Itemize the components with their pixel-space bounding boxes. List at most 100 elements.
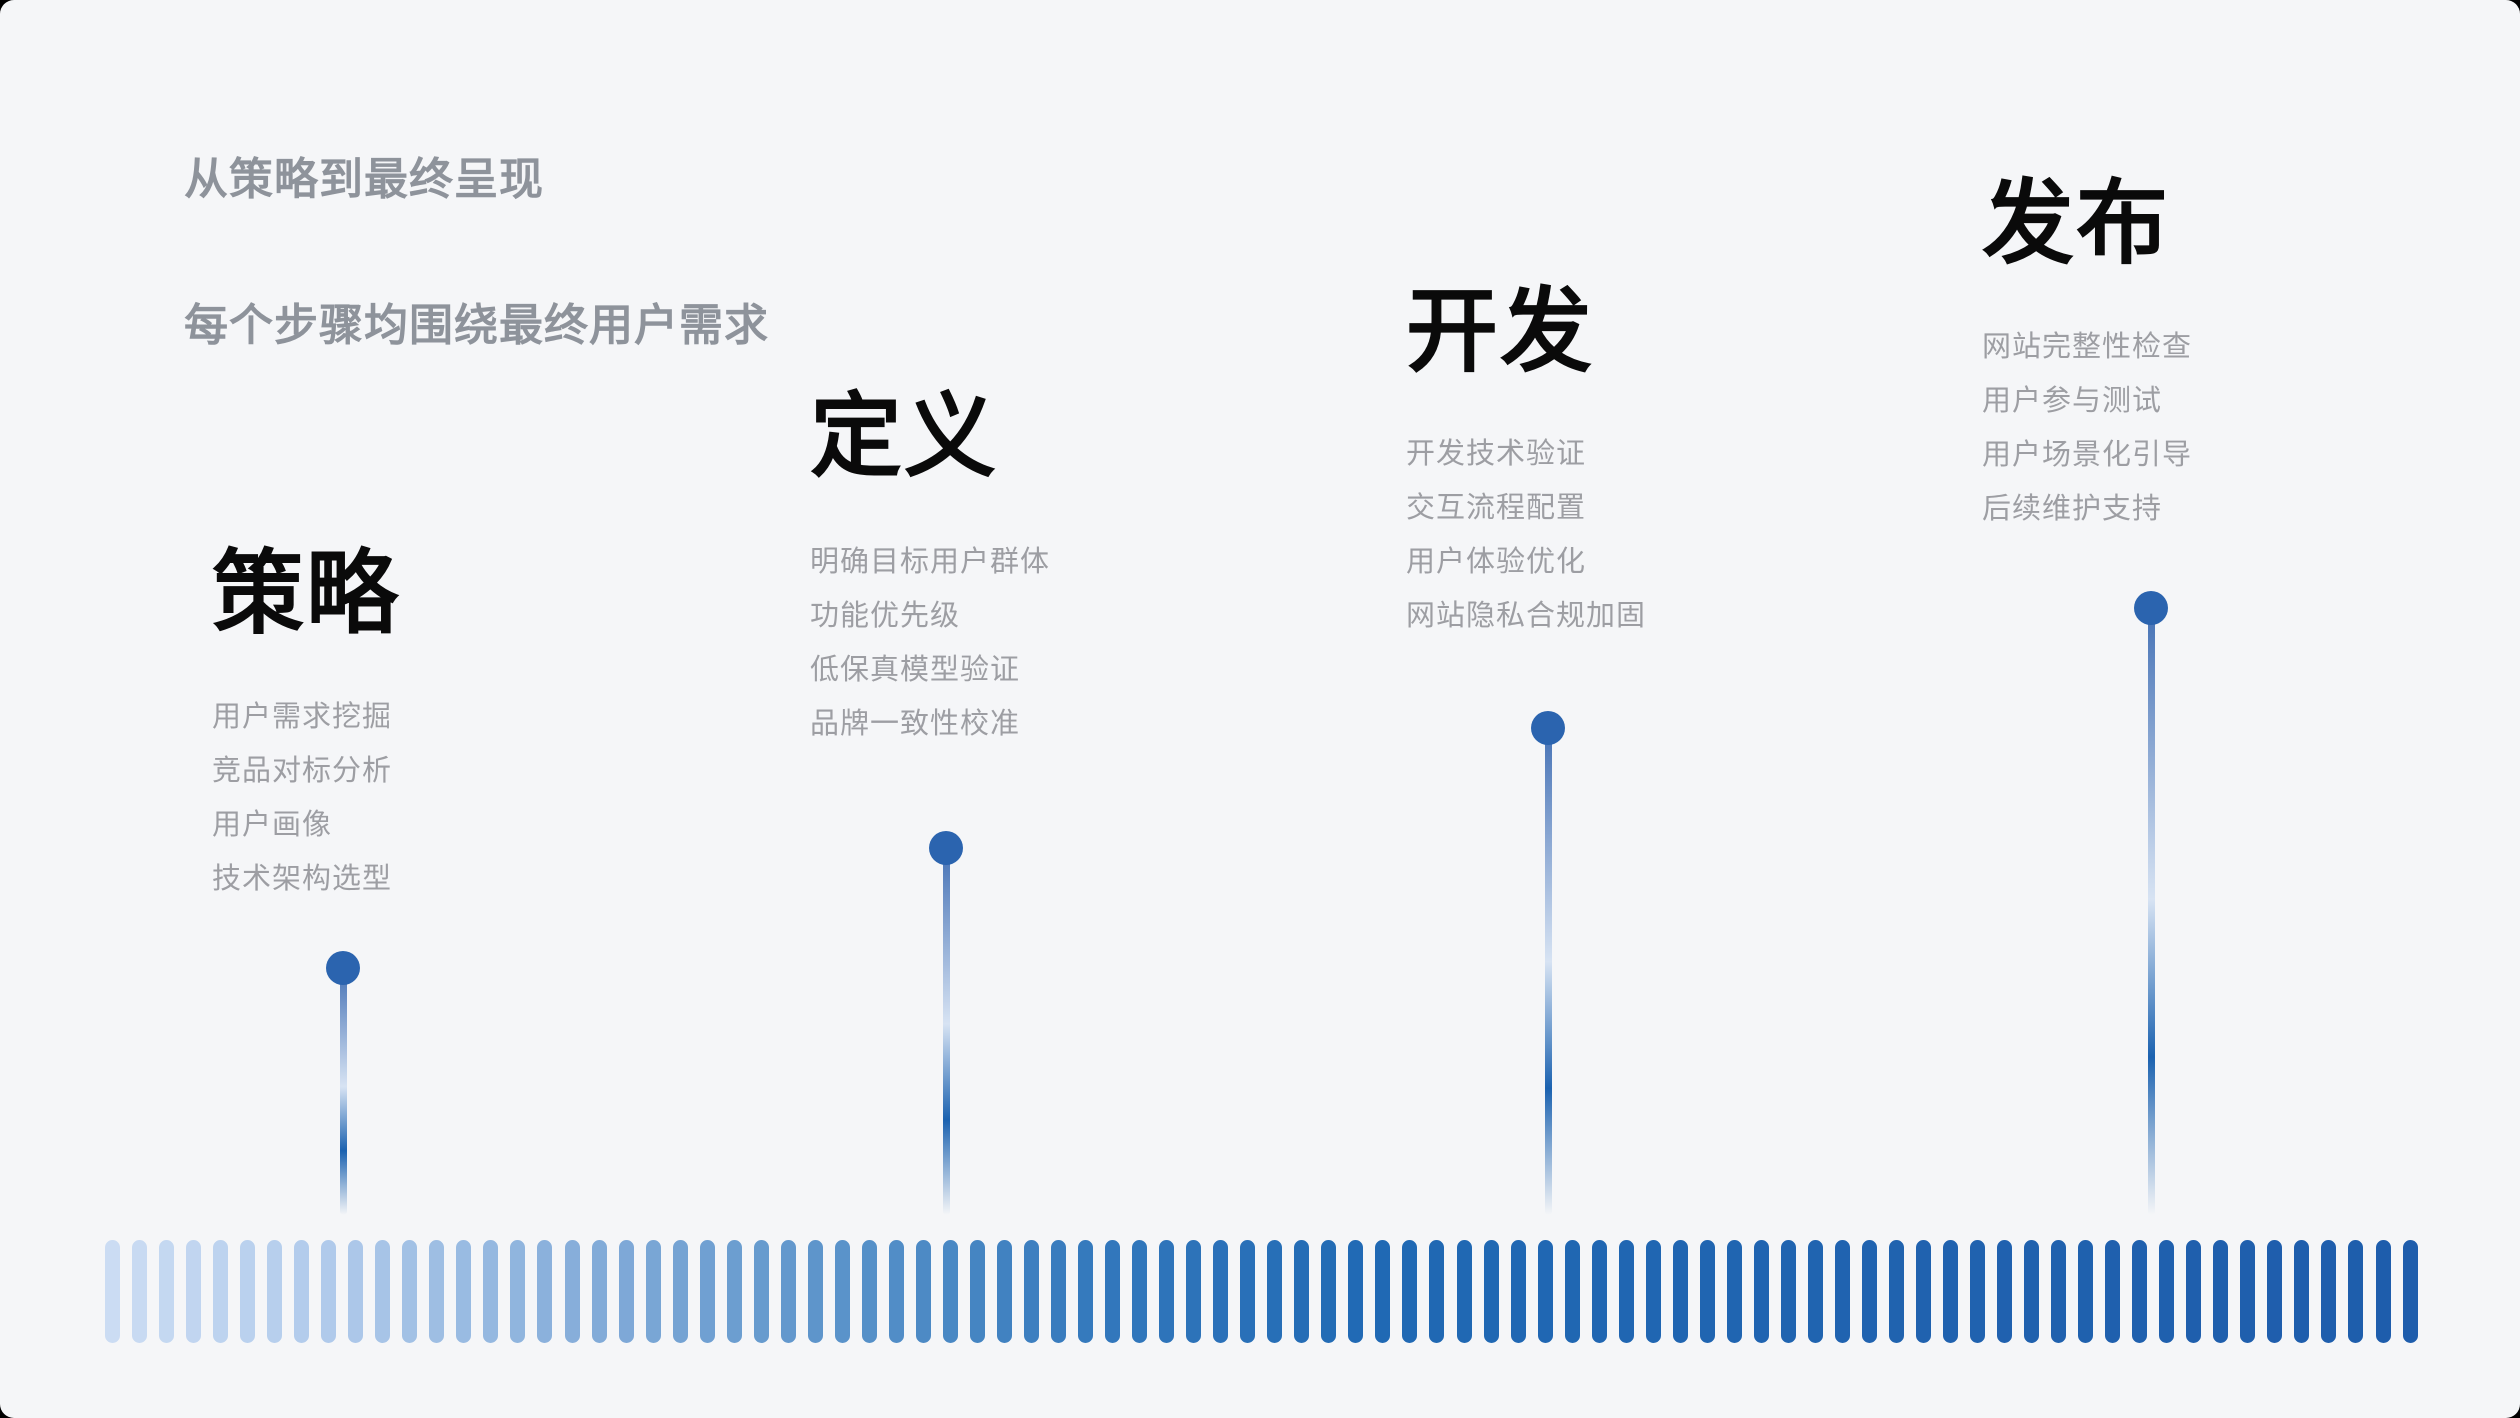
tick-dash — [1780, 1240, 1796, 1343]
tick-dash — [2294, 1240, 2310, 1343]
tick-dash — [1456, 1240, 1472, 1343]
tick-dash — [2267, 1240, 2283, 1343]
tick-dash — [1834, 1240, 1850, 1343]
tick-dash — [1726, 1240, 1742, 1343]
stage-item: 技术架构选型 — [212, 863, 393, 895]
tick-dash — [2051, 1240, 2067, 1343]
tick-dash — [726, 1240, 742, 1343]
tick-dash — [1564, 1240, 1580, 1343]
stem-line-4 — [2147, 608, 2155, 1215]
tick-dash — [996, 1240, 1012, 1343]
tick-dash — [564, 1240, 580, 1343]
tick-dash — [2186, 1240, 2202, 1343]
stage-item: 网站完整性检查 — [1982, 331, 2193, 363]
stem-dot-3 — [1531, 711, 1565, 745]
tick-dash — [1997, 1240, 2013, 1343]
page-title-line2: 每个步骤均围绕最终用户需求 — [184, 301, 769, 350]
stage-item: 用户体验优化 — [1406, 546, 1587, 578]
tick-dash — [483, 1240, 499, 1343]
timeline-ticker — [105, 1240, 2418, 1343]
stage-items-3: 开发技术验证交互流程配置用户体验优化网站隐私合规加固 — [1406, 427, 1646, 643]
tick-dash — [1807, 1240, 1823, 1343]
tick-dash — [240, 1240, 256, 1343]
tick-dash — [1132, 1240, 1148, 1343]
tick-dash — [267, 1240, 283, 1343]
tick-dash — [348, 1240, 364, 1343]
stage-item: 明确目标用户群体 — [810, 546, 1051, 578]
stage-item: 用户画像 — [212, 809, 333, 841]
tick-dash — [1213, 1240, 1229, 1343]
tick-dash — [1186, 1240, 1202, 1343]
tick-dash — [861, 1240, 877, 1343]
tick-dash — [1402, 1240, 1418, 1343]
tick-dash — [1159, 1240, 1175, 1343]
tick-dash — [1294, 1240, 1310, 1343]
tick-dash — [186, 1240, 202, 1343]
tick-dash — [429, 1240, 445, 1343]
tick-dash — [807, 1240, 823, 1343]
tick-dash — [1699, 1240, 1715, 1343]
tick-dash — [1105, 1240, 1121, 1343]
stage-items-1: 用户需求挖掘竞品对标分析用户画像技术架构选型 — [212, 690, 392, 906]
tick-dash — [2132, 1240, 2148, 1343]
tick-dash — [402, 1240, 418, 1343]
stage-item: 后续维护支持 — [1982, 493, 2163, 525]
tick-dash — [1970, 1240, 1986, 1343]
stage-title-1: 策略 — [212, 543, 401, 645]
stage-item: 交互流程配置 — [1406, 492, 1587, 524]
tick-dash — [456, 1240, 472, 1343]
stage-items-4: 网站完整性检查用户参与测试用户场景化引导后续维护支持 — [1982, 320, 2192, 536]
tick-dash — [1537, 1240, 1553, 1343]
tick-dash — [888, 1240, 904, 1343]
tick-dash — [699, 1240, 715, 1343]
stage-item: 用户场景化引导 — [1982, 439, 2193, 471]
tick-dash — [1348, 1240, 1364, 1343]
tick-dash — [1888, 1240, 1904, 1343]
stage-item: 网站隐私合规加固 — [1406, 600, 1647, 632]
tick-dash — [1051, 1240, 1067, 1343]
tick-dash — [132, 1240, 148, 1343]
tick-dash — [780, 1240, 796, 1343]
tick-dash — [105, 1240, 120, 1343]
tick-dash — [321, 1240, 337, 1343]
stage-item: 用户需求挖掘 — [212, 701, 393, 733]
tick-dash — [1618, 1240, 1634, 1343]
stage-item: 功能优先级 — [810, 600, 961, 632]
tick-dash — [2024, 1240, 2040, 1343]
tick-dash — [1591, 1240, 1607, 1343]
page-title-line1: 从策略到最终呈现 — [184, 155, 544, 204]
tick-dash — [1078, 1240, 1094, 1343]
tick-dash — [537, 1240, 553, 1343]
tick-dash — [618, 1240, 634, 1343]
tick-dash — [2105, 1240, 2121, 1343]
stage-item: 低保真模型验证 — [810, 654, 1021, 686]
tick-dash — [1510, 1240, 1526, 1343]
stage-item: 竞品对标分析 — [212, 755, 393, 787]
tick-dash — [1645, 1240, 1661, 1343]
tick-dash — [2159, 1240, 2175, 1343]
stage-item: 品牌一致性校准 — [810, 708, 1021, 740]
tick-dash — [2240, 1240, 2256, 1343]
tick-dash — [2078, 1240, 2094, 1343]
stem-dot-4 — [2134, 591, 2168, 625]
tick-dash — [1429, 1240, 1445, 1343]
tick-dash — [645, 1240, 661, 1343]
tick-dash — [2402, 1240, 2418, 1343]
tick-dash — [159, 1240, 175, 1343]
stage-title-3: 开发 — [1406, 281, 1595, 383]
tick-dash — [1916, 1240, 1931, 1343]
tick-dash — [1483, 1240, 1499, 1343]
tick-dash — [1672, 1240, 1688, 1343]
stem-dot-2 — [929, 831, 963, 865]
tick-dash — [1321, 1240, 1337, 1343]
page-title: 从策略到最终呈现 每个步骤均围绕最终用户需求 — [184, 70, 769, 435]
tick-dash — [510, 1240, 526, 1343]
stem-dot-1 — [326, 951, 360, 985]
stage-title-2: 定义 — [810, 386, 999, 488]
tick-dash — [1240, 1240, 1256, 1343]
tick-dash — [1375, 1240, 1391, 1343]
stage-item: 开发技术验证 — [1406, 438, 1587, 470]
tick-dash — [2375, 1240, 2391, 1343]
tick-dash — [969, 1240, 985, 1343]
